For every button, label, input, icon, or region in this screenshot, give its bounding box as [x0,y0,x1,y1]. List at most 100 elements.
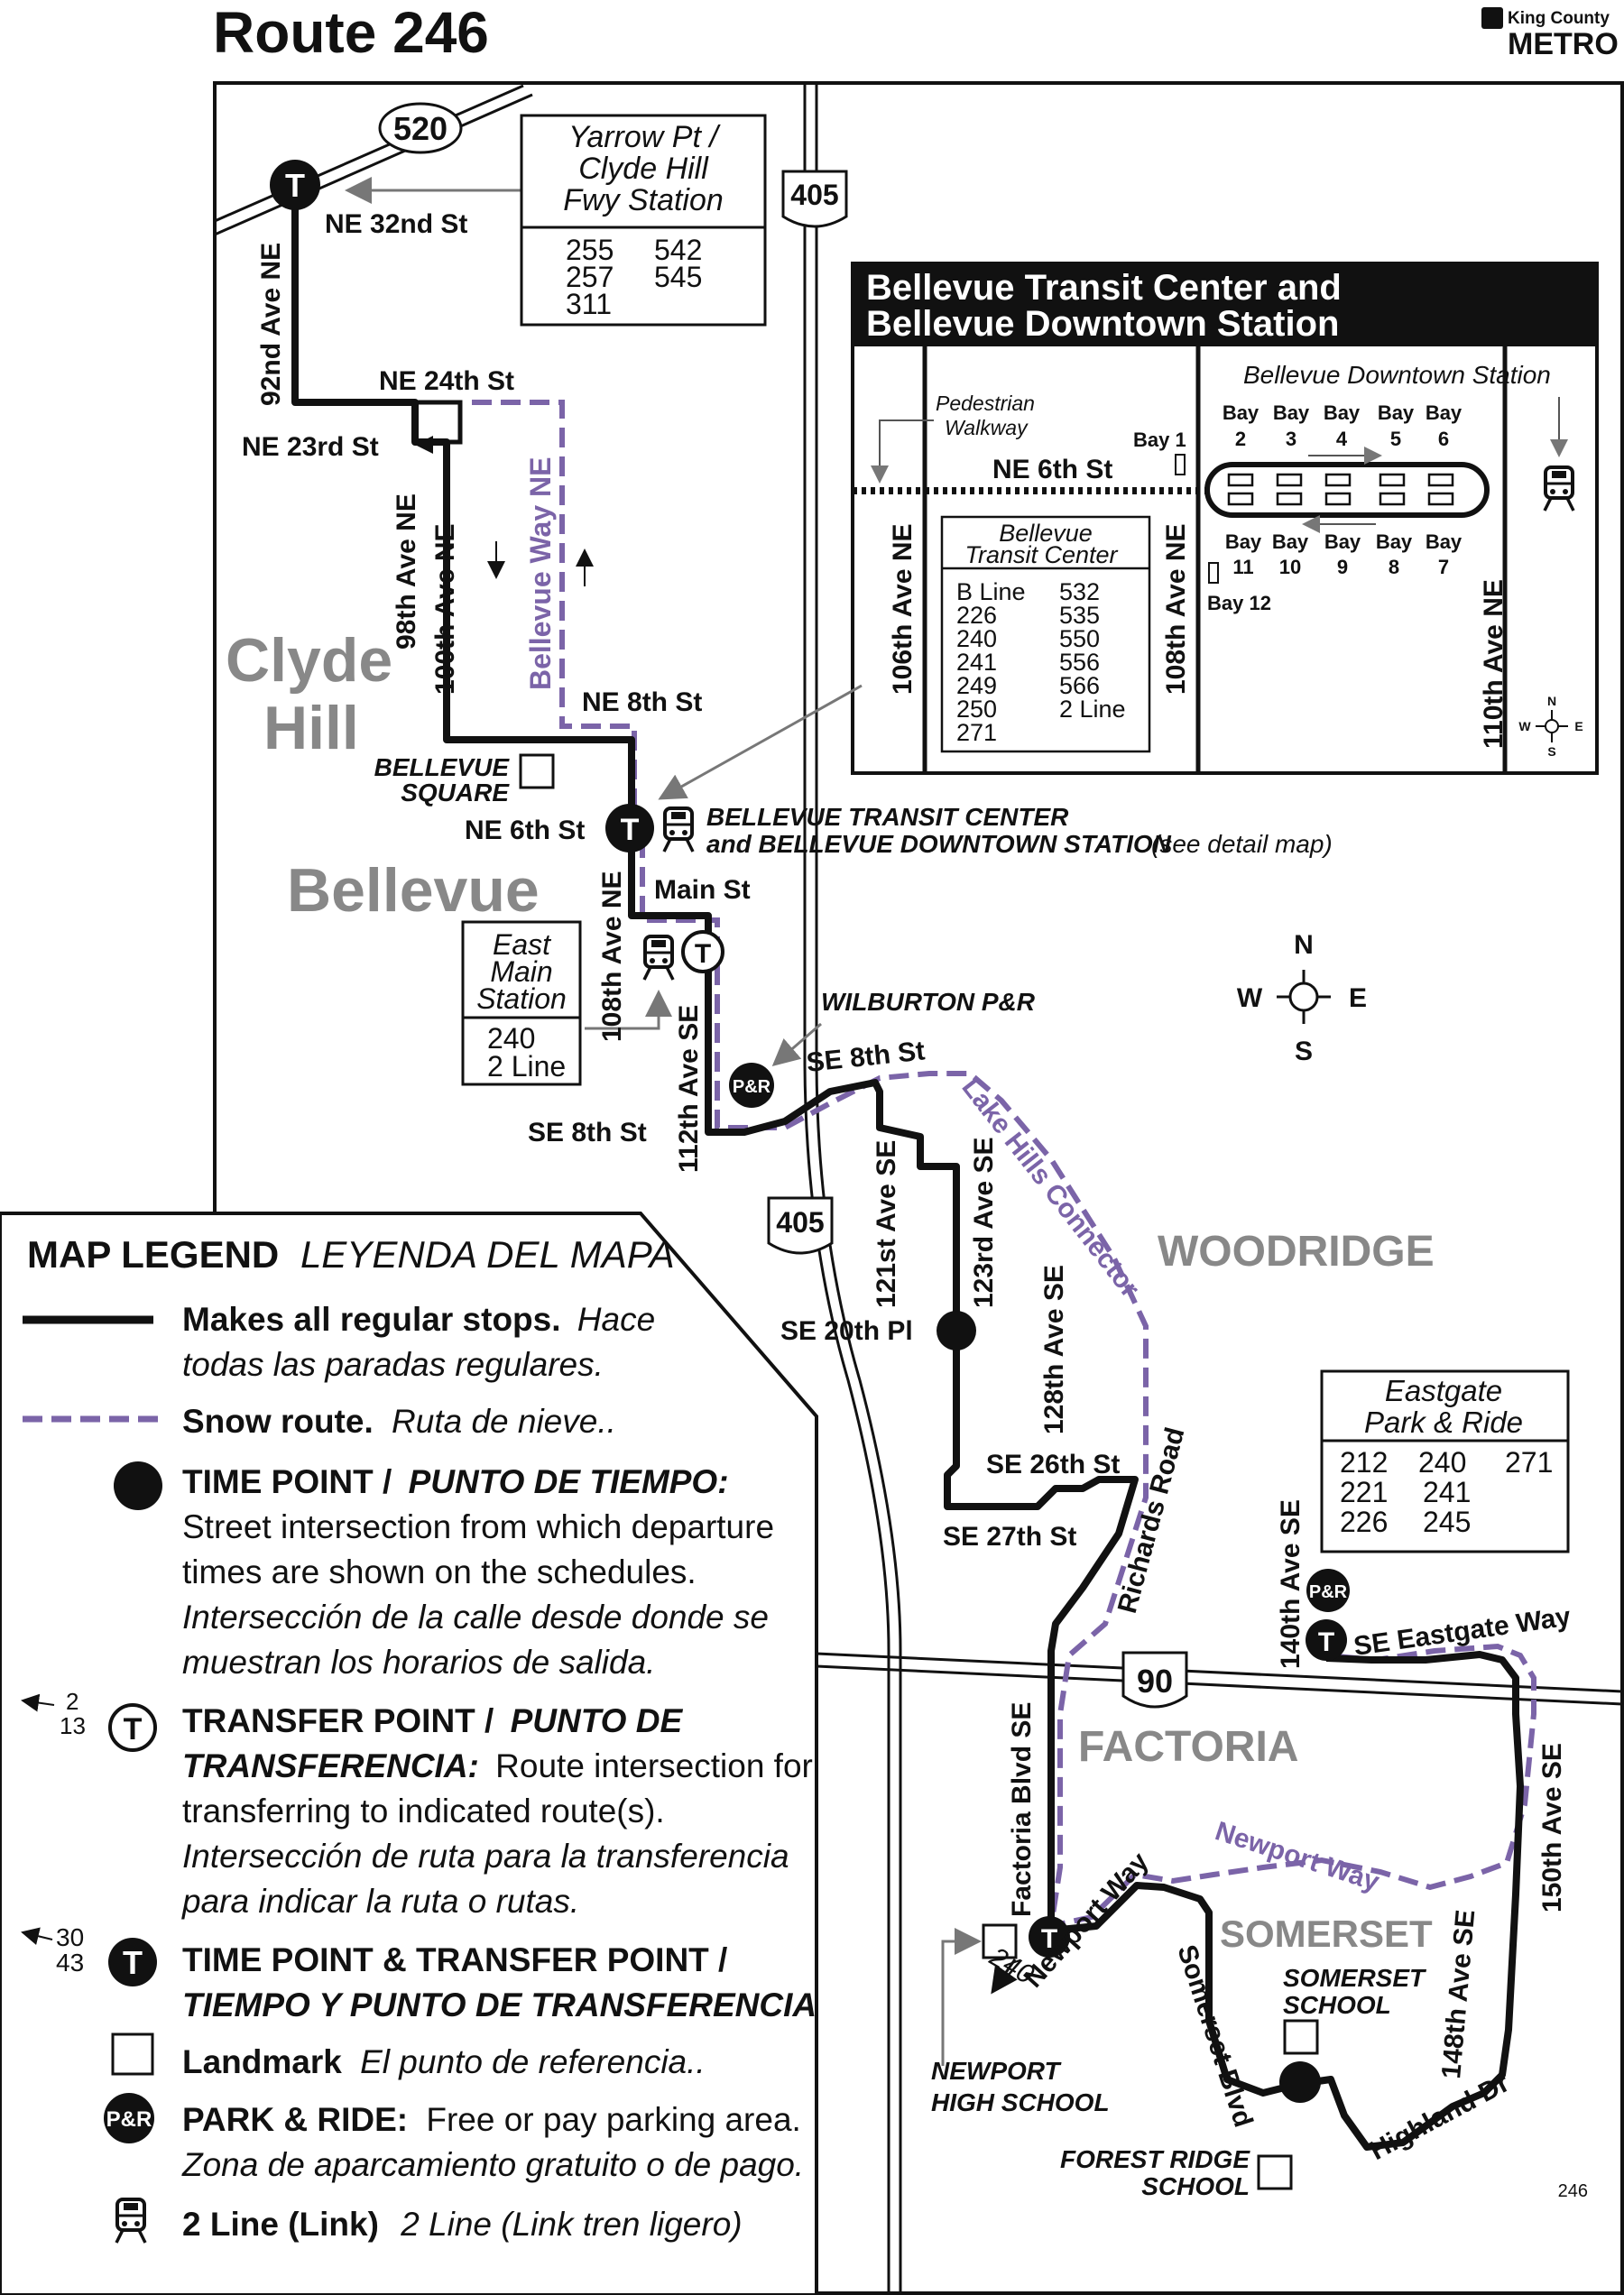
tc-route: 241 [956,649,997,676]
street-ne24: NE 24th St [379,366,514,396]
detail-ave-108: 108th Ave NE [1161,523,1191,695]
t-icon: T [1041,1924,1057,1954]
place-clyde: Clyde [226,626,392,695]
place-bellevue: Bellevue [287,856,540,925]
legend-transfer-l3: transferring to indicated route(s). [182,1793,665,1830]
legend-snow-bold: Snow route. [182,1403,374,1440]
somerset-school-landmark [1283,2019,1319,2055]
transit-center-box [940,515,1151,753]
east-main-name-1: East [493,928,551,961]
walkway-label-1: Pedestrian [936,392,1035,415]
detail-pointer [658,684,863,800]
legend-transfer-bold: TRANSFER POINT / [182,1702,494,1739]
transfer-point-main: T [681,930,724,973]
legend-pr-l1: Free or pay parking area. [426,2101,800,2138]
somerset-school-1: SOMERSET [1283,1964,1427,1992]
crown-icon [1481,7,1503,29]
tc-route: 535 [1059,602,1100,629]
legend-regular: Makes all regular stops. Hace [182,1301,655,1338]
yarrow-route: 255 [566,234,614,266]
yarrow-name-2: Clyde Hill [578,152,709,186]
tc-route: 566 [1059,672,1100,699]
t-icon: T [695,939,711,969]
legend-title-es: LEYENDA DEL MAPA [300,1233,675,1276]
legend-tt-arrow [21,1927,53,1945]
wilburton-pr: P&R [729,1063,774,1108]
i405-north-shield: 405 [781,170,848,228]
legend-landmark-es: El punto de referencia.. [360,2043,706,2080]
page-title: Route 246 [213,0,489,65]
street-ne32: NE 32nd St [325,209,467,239]
legend-time-bold-es: PUNTO DE TIEMPO: [409,1463,729,1500]
tc-route: 271 [956,719,997,746]
detail-compass-n: N [1547,694,1556,708]
i405-highway [803,83,902,2295]
tc-route: 550 [1059,625,1100,652]
ne23-loop [412,400,463,445]
legend-transfer-n1: 2 [66,1688,78,1715]
detail-ave-110: 110th Ave NE [1479,579,1509,749]
tc-route: 249 [956,672,997,699]
street-highland: Highland Dr [1365,2068,1515,2166]
legend-transfer-l2-bold: TRANSFERENCIA: [182,1747,479,1784]
street-128th: 128th Ave SE [1039,1265,1069,1434]
bay-word: Bay [1225,530,1262,553]
street-112th: 112th Ave SE [674,1005,704,1173]
t-icon: T [285,167,305,204]
place-woodridge: WOODRIDGE [1158,1228,1435,1276]
bay-word: Bay [1378,401,1415,424]
legend-pr-l2: Zona de aparcamiento gratuito o de pago. [181,2146,804,2183]
legend-tt-l2: TIEMPO Y PUNTO DE TRANSFERENCIA [182,1986,817,2023]
street-newport-way-ne: Newport Way [1212,1816,1383,1897]
east-main-arrow [585,990,672,1030]
legend-time: TIME POINT / PUNTO DE TIEMPO: [182,1463,729,1500]
sr520-highway [214,84,533,236]
bay-num: 4 [1336,428,1348,450]
east-main-station-box: East Main Station 240 2 Line [461,920,582,1086]
legend-time-l4: Intersección de la calle desde donde se [182,1599,769,1636]
legend-transfer-n2: 13 [60,1712,86,1739]
street-ne6: NE 6th St [465,816,585,845]
i405-north-label: 405 [790,179,838,211]
route-240-arrow [991,1959,1018,1995]
legend-link-es: 2 Line (Link tren ligero) [400,2206,742,2243]
newport-hs-2: HIGH SCHOOL [931,2088,1110,2116]
yarrow-route: 311 [566,288,612,320]
legend-tt-n2: 43 [56,1949,84,1977]
bay-word: Bay [1426,401,1463,424]
wilburton-arrow [771,1022,822,1066]
tc-name-2: Transit Center [964,541,1118,568]
legend-time-bold: TIME POINT / [182,1463,392,1500]
street-148th: 148th Ave SE [1436,1909,1481,2080]
compass-n: N [1294,930,1314,960]
tc-name-1: Bellevue [999,520,1093,547]
tc-route: B Line [956,578,1026,605]
legend-transfer-line2: TRANSFERENCIA: Route intersection for [182,1747,813,1784]
eastgate-route: 226 [1340,1506,1388,1538]
eastgate-name-2: Park & Ride [1364,1406,1523,1439]
legend-snow-es: Ruta de nieve.. [392,1403,616,1440]
detail-compass: N S W E [1518,694,1582,759]
legend-pr-icon: P&R [104,2093,154,2143]
legend-snow: Snow route. Ruta de nieve.. [182,1403,616,1440]
legend-tt-n1: 30 [56,1923,84,1951]
street-ne8: NE 8th St [582,687,702,717]
king-county-metro-logo: King County METRO [1481,7,1619,61]
legend-link: 2 Line (Link) 2 Line (Link tren ligero) [182,2206,743,2243]
detail-title-2: Bellevue Downtown Station [866,304,1339,344]
bay-word: Bay [1223,401,1260,424]
detail-title-1: Bellevue Transit Center and [866,268,1342,308]
eastgate-pr-box: Eastgate Park & Ride 212 240 271 221 241… [1320,1369,1570,1553]
i405-south-label: 405 [776,1206,824,1239]
eastgate-route: 271 [1505,1446,1553,1479]
somerset-school-2: SCHOOL [1283,1991,1391,2019]
east-main-route: 240 [487,1022,535,1055]
yarrow-route: 542 [654,234,702,266]
wilburton-label: WILBURTON P&R [821,988,1036,1016]
newport-hs-pointer [941,1928,982,2066]
legend-time-l2: Street intersection from which departure [182,1508,774,1545]
agency-line2: METRO [1508,27,1619,61]
walkway-arrow [871,419,934,484]
place-somerset: SOMERSET [1220,1912,1433,1955]
